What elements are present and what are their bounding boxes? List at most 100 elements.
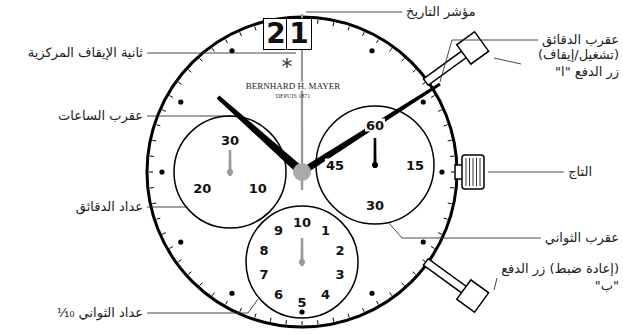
minute-tick [402, 283, 405, 286]
minute-tick [150, 156, 154, 157]
callout-label: عقرب الثواني [545, 230, 619, 247]
minute-tick [152, 140, 156, 142]
minute-tick [169, 96, 172, 98]
hour-marker [159, 169, 164, 174]
minute-tick [212, 293, 214, 296]
leader-line [494, 58, 521, 64]
subdial-numeral: 45 [325, 159, 345, 172]
hour-marker [369, 48, 374, 53]
minute-tick [332, 22, 334, 26]
crown [462, 155, 484, 189]
minute-tick [149, 172, 153, 173]
start-stop-pusher [419, 32, 489, 92]
hour-marker [229, 291, 234, 296]
subdial-ring [174, 116, 286, 228]
date-digit: 1 [289, 20, 308, 48]
minute-tick [226, 301, 228, 304]
leader-line [306, 12, 402, 13]
callout-label: عقرب الساعات [58, 108, 143, 125]
hand-hub [293, 163, 311, 181]
crown-knurling [466, 158, 480, 186]
subdial-numeral: 6 [273, 288, 284, 301]
subdial-outline [173, 115, 287, 229]
minute-tick [402, 58, 405, 61]
subdial-numeral: 30 [220, 134, 240, 147]
knurl-line [469, 158, 470, 186]
watch-dial: 213020106015304510123456789BERNHARD H. M… [147, 17, 457, 327]
minute-tick [348, 26, 349, 30]
hour-marker [421, 99, 426, 104]
minute-tick [152, 202, 156, 204]
minute-tick [156, 218, 160, 219]
subdial-numeral: 7 [258, 268, 269, 281]
minute-tick [156, 125, 160, 126]
minute-tick [317, 20, 318, 24]
callout-label: عداد الدقائق [76, 199, 143, 216]
star-stroke [283, 61, 292, 66]
minute-tick [377, 301, 379, 304]
minute-tick [438, 233, 442, 235]
minute-tick [363, 32, 365, 36]
brand-since: DEPUIS 1871 [276, 93, 311, 99]
hour-marker [421, 239, 426, 244]
hour-marker [178, 99, 183, 104]
pusher-neck [423, 51, 467, 86]
subdial-numeral: 10 [292, 216, 312, 229]
minute-tick [413, 70, 416, 73]
watch-hands [217, 14, 441, 266]
subdial-numeral: 60 [365, 119, 385, 132]
subdial-numeral: 3 [335, 268, 346, 281]
callout-label: مؤشر التاريخ [406, 4, 476, 21]
subdial-numeral: 10 [248, 182, 268, 195]
minute-tick [169, 247, 172, 249]
minute-tick [444, 218, 448, 219]
minute-tick [286, 320, 287, 324]
minute-tick [390, 48, 392, 51]
date-digit: 2 [266, 20, 285, 48]
minute-tick [270, 318, 272, 322]
minute-tick [188, 272, 191, 275]
minute-tick [188, 70, 191, 73]
minute-tick [255, 26, 256, 30]
callout-label: عقرب الدقائق [542, 32, 619, 49]
minute-tick [377, 39, 379, 42]
minute-tick [363, 308, 365, 312]
callout-label: ثانية الإيقاف المركزية [28, 45, 143, 62]
leader-line [488, 172, 564, 173]
minute-tick [332, 318, 334, 322]
brand-star [283, 58, 292, 68]
leader-line [440, 40, 538, 82]
callout-label: عداد الثواني ⅒ [57, 305, 143, 322]
callout-label: (تشغيل/إيقاف) زر الدفع "ا" [525, 47, 619, 81]
tenth-second-counter: 10123456789 [245, 205, 359, 319]
pusher-button [457, 280, 489, 312]
minute-hand [300, 83, 441, 175]
subdial-ring [316, 106, 434, 224]
hour-marker [178, 239, 183, 244]
subdial-numeral: 15 [405, 159, 425, 172]
leader-line [147, 299, 258, 313]
minute-tick [444, 125, 448, 126]
minute-tick [348, 314, 349, 318]
minute-tick [150, 187, 154, 188]
hour-marker [369, 291, 374, 296]
knurl-line [466, 158, 467, 186]
knurl-line [473, 158, 474, 186]
hour-marker [439, 169, 444, 174]
leader-line [388, 222, 541, 238]
hand-hub [299, 259, 305, 265]
subdial-ring [246, 206, 358, 318]
minute-tick [431, 96, 434, 98]
subdial-numeral: 4 [320, 288, 331, 301]
minute-tick [438, 110, 442, 112]
subdial-numeral: 30 [365, 199, 385, 212]
leader-line [147, 53, 296, 54]
subdial-numeral: 5 [296, 296, 307, 309]
minute-tick [431, 247, 434, 249]
leader-line [147, 207, 188, 208]
minute-tick [240, 32, 242, 36]
pusher-button [457, 32, 489, 64]
subdial-numeral: 8 [258, 243, 269, 256]
minute-tick [448, 140, 452, 142]
